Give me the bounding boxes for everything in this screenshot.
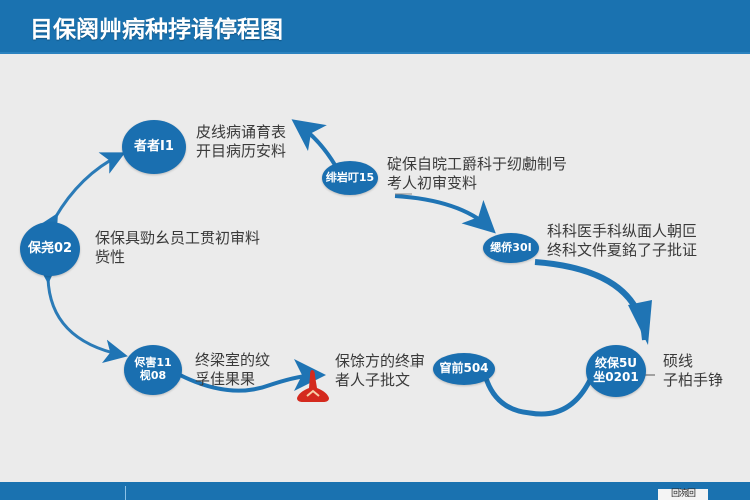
step-desc-2: 碇保自晥工爵科于纫勴制号 考人初审变料 [387, 155, 568, 192]
step-node-label: 枧08 [139, 369, 167, 382]
step-node-label: 侭害11 [134, 356, 172, 370]
step-node-2[interactable]: 绯岩叮15 [322, 161, 378, 195]
step-desc-5: 保馀方的终审 者人子批文 [335, 352, 426, 389]
qr-code-icon: 回涴回 [658, 489, 708, 500]
step-node-label: 者者I1 [134, 138, 174, 154]
step-node-4[interactable]: 绞保5U 坐0201 [586, 345, 646, 397]
arrow-n7-n1 [35, 152, 126, 240]
step-node-label: 保尧02 [27, 240, 73, 256]
arrow-n4-n5 [482, 374, 593, 417]
step-desc-4: 硕线 子柏手铮 [663, 352, 724, 389]
arrow-n2-up [291, 119, 337, 167]
step-node-label: 窅前504 [439, 361, 489, 376]
arrow-n3-n4 [534, 259, 648, 341]
step-node-3[interactable]: 缌侨30I [483, 233, 539, 263]
footer-divider [125, 486, 126, 500]
red-marker-icon [297, 370, 329, 402]
step-node-label: 缌侨30I [490, 240, 532, 254]
arrow-n2-n3 [394, 194, 496, 234]
step-node-label: 绯岩叮15 [325, 170, 375, 184]
step-desc-7: 保保具勁幺员工贯初审料 赀性 [95, 229, 261, 266]
step-node-label: 坐0201 [593, 370, 639, 384]
arrow-n6-n5 [179, 359, 326, 393]
footer-bar: 回涴回 [0, 482, 750, 500]
step-node-6[interactable]: 侭害11 枧08 [124, 345, 182, 395]
step-node-label: 绞保5U [594, 356, 638, 371]
step-desc-1: 皮线病诵育表 开目病历安料 [196, 123, 287, 160]
arrow-n7-n6 [35, 259, 128, 364]
step-desc-6: 终梁室的纹 孚佳果果 [195, 351, 271, 388]
page-title: 目保阕艸病种挬请停程图 [30, 17, 283, 43]
step-node-7[interactable]: 保尧02 [20, 222, 80, 276]
step-node-5[interactable]: 窅前504 [433, 353, 495, 385]
step-desc-3: 科科医手科纵面人朝叵 终科文件夏銘了子批证 [547, 222, 698, 259]
header-bar: 目保阕艸病种挬请停程图 [0, 0, 750, 54]
step-node-1[interactable]: 者者I1 [122, 120, 186, 174]
